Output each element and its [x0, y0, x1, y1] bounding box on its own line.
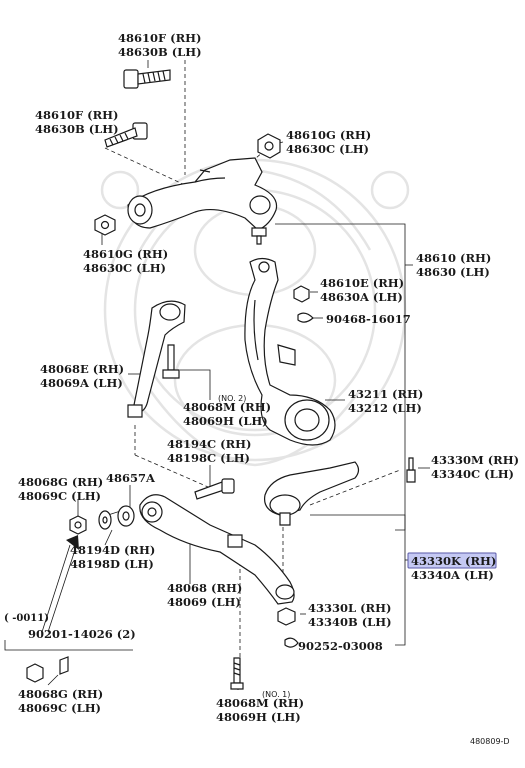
label-lower-nut-rh[interactable]: 43330L (RH): [308, 601, 391, 615]
label-no1-tag: (NO. 1): [262, 690, 290, 699]
top-bushing: [257, 133, 281, 159]
label-top-bolt-rh[interactable]: 48610F (RH): [118, 31, 201, 45]
label-bolt-48194c[interactable]: 48194C (RH): [167, 437, 251, 451]
strut-bolt-no2: [162, 344, 180, 379]
bottom-bolt: [230, 657, 244, 690]
cotter-pin-lower: [284, 637, 299, 648]
label-lower-arm-rh[interactable]: 48068 (RH): [167, 581, 242, 595]
label-bottom-nut-rh[interactable]: 48068G (RH): [18, 687, 103, 701]
washer-48657a: [98, 505, 135, 530]
lower-control-arm: [139, 494, 295, 605]
label-nut-48069c-lh[interactable]: 48069C (LH): [18, 489, 101, 503]
lower-nut: [277, 607, 296, 626]
upper-control-arm: [127, 157, 278, 245]
label-ball-joint-rh[interactable]: 43330K (RH): [411, 554, 496, 568]
upper-nut: [293, 285, 310, 303]
label-upper-nut-lh[interactable]: 48630A (LH): [320, 290, 403, 304]
nut-48068g-left: [69, 515, 87, 535]
cotter-pin-upper: [297, 312, 314, 323]
label-ball-joint-lh[interactable]: 43340A (LH): [411, 568, 494, 582]
label-bolt-90201[interactable]: 90201-14026 (2): [28, 627, 136, 641]
label-bottom-bolt-rh[interactable]: 48068M (RH): [216, 696, 304, 710]
label-upper-arm-bushing-rh[interactable]: 48610G (RH): [83, 247, 168, 261]
label-strut-rod-rh[interactable]: 48068E (RH): [40, 362, 124, 376]
steering-knuckle: [244, 257, 336, 446]
label-left-bolt-rh[interactable]: 48610F (RH): [35, 108, 118, 122]
label-cotter-pin-lower[interactable]: 90252-03008: [298, 639, 383, 653]
label-lower-nut-lh[interactable]: 43340B (LH): [308, 615, 392, 629]
label-bolt-43340c[interactable]: 43340C (LH): [431, 467, 514, 481]
label-bottom-bolt-lh[interactable]: 48069H (LH): [216, 710, 301, 724]
label-top-bushing-rh[interactable]: 48610G (RH): [286, 128, 371, 142]
label-bottom-nut-lh[interactable]: 48069C (LH): [18, 701, 101, 715]
label-washer-48657a[interactable]: 48657A: [106, 471, 156, 485]
left-bolt: [104, 122, 148, 148]
selected-part-highlight[interactable]: [407, 552, 497, 569]
label-bushing-48194d[interactable]: 48194D (RH): [70, 543, 155, 557]
bottom-nut: [26, 656, 69, 683]
label-upper-arm-bushing-lh[interactable]: 48630C (LH): [83, 261, 166, 275]
label-strut-rod-lh[interactable]: 48069A (LH): [40, 376, 123, 390]
label-cotter-pin-upper[interactable]: 90468-16017: [326, 312, 411, 326]
label-strut-bolt-no2-rh[interactable]: 48068M (RH): [183, 400, 271, 414]
label-knuckle-lh[interactable]: 43212 (LH): [348, 401, 422, 415]
bolt-43330m: [406, 457, 416, 483]
label-upper-arm-rh[interactable]: 48610 (RH): [416, 251, 491, 265]
label-knuckle-rh[interactable]: 43211 (RH): [348, 387, 423, 401]
ball-joint: [263, 461, 360, 526]
label-no2-tag: (NO. 2): [218, 394, 246, 403]
label-top-bolt-lh[interactable]: 48630B (LH): [118, 45, 202, 59]
upper-arm-bushing: [94, 214, 116, 236]
label-upper-nut-rh[interactable]: 48610E (RH): [320, 276, 404, 290]
label-top-bushing-lh[interactable]: 48630C (LH): [286, 142, 369, 156]
strut-rod: [127, 300, 186, 418]
label-nut-48068g-rh[interactable]: 48068G (RH): [18, 475, 103, 489]
label-lower-arm-lh[interactable]: 48069 (LH): [167, 595, 241, 609]
label-bolt-43330m[interactable]: 43330M (RH): [431, 453, 519, 467]
bolt-48194c: [194, 478, 235, 500]
label-bolt-48198c[interactable]: 48198C (LH): [167, 451, 250, 465]
part-labels: 48610F (RH) 48630B (LH) 48610F (RH) 4863…: [4, 31, 519, 746]
label-bushing-48198d[interactable]: 48198D (LH): [70, 557, 154, 571]
label-left-bolt-lh[interactable]: 48630B (LH): [35, 122, 119, 136]
label-date-range: ( -0011): [4, 613, 49, 624]
label-strut-bolt-no2-lh[interactable]: 48069H (LH): [183, 414, 268, 428]
label-upper-arm-lh[interactable]: 48630 (LH): [416, 265, 490, 279]
figure-code: 480809-D: [470, 737, 510, 746]
top-bolt: [123, 69, 171, 89]
